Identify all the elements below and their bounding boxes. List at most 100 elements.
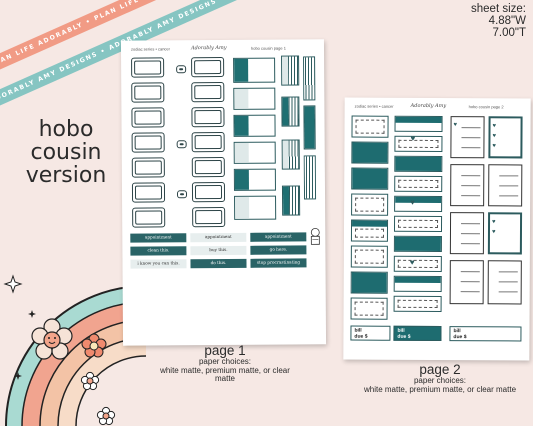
- octagon-tag: [131, 82, 165, 103]
- teal-box: [233, 87, 276, 110]
- due-label: due $: [397, 333, 411, 340]
- teal-box: [233, 141, 276, 164]
- octagon-tag: [131, 182, 166, 203]
- octagon-tag: [192, 206, 226, 228]
- striped-box: [281, 55, 300, 86]
- teal-box: [233, 114, 276, 137]
- sheet-2-series: zodiac series • cancer: [354, 103, 394, 109]
- title-line-1: hobo: [38, 117, 94, 142]
- label-go-here: go here.: [250, 245, 307, 255]
- checklist-notepad: [449, 260, 484, 305]
- page-2-title: page 2: [419, 362, 461, 377]
- sticker-sheet-page-1: zodiac series • cancer Adorably Amy hobo…: [120, 39, 327, 346]
- striped-box: [281, 96, 300, 127]
- cat-doodle-icon: [310, 227, 320, 245]
- corner-tag: [176, 65, 187, 74]
- label-stop-procrastinating: stop procrastinating: [250, 258, 307, 268]
- label-clean-this: clean this.: [130, 246, 187, 256]
- checklist-notepad: [449, 212, 485, 255]
- page-1-caption: page 1 paper choices: white matte, premi…: [150, 344, 300, 384]
- due-label: due $: [453, 334, 467, 341]
- product-title: hobo cousin version: [6, 118, 126, 187]
- heart-icon: ♥: [410, 197, 415, 207]
- octagon-tag: [131, 157, 165, 178]
- bill-due-box: bill due $: [393, 325, 442, 342]
- label-appointment: appointment: [190, 232, 247, 242]
- vertical-strip: [303, 155, 317, 200]
- octagon-tag: [191, 181, 226, 203]
- octagon-tag: [131, 132, 165, 153]
- dotted-box: [350, 219, 389, 242]
- dotted-box: [351, 193, 389, 216]
- vertical-strip: [303, 56, 316, 101]
- sheet-size-info: sheet size: 4.88"W 7.00"T: [471, 3, 526, 39]
- heart-notepad: ♥ ♥ ♥: [488, 116, 523, 159]
- heart-box: [393, 215, 443, 233]
- title-line-3: version: [25, 163, 107, 188]
- checklist-notepad: [450, 164, 485, 207]
- heart-box: [394, 175, 443, 193]
- heart-box: [394, 135, 443, 153]
- checklist-notepad: [487, 260, 522, 305]
- octagon-tag: [191, 56, 225, 78]
- label-buy-this: buy this.: [190, 245, 247, 255]
- octagon-tag: [131, 107, 165, 128]
- page-1-title: page 1: [204, 343, 246, 358]
- sticker-sheet-page-2: zodiac series • cancer Adorably Amy hobo…: [343, 97, 531, 361]
- bill-due-box: bill due $: [449, 326, 522, 342]
- heart-box: [393, 255, 442, 273]
- corner-tag: [176, 140, 187, 149]
- small-flower-icon-1: [80, 371, 100, 391]
- teal-box: [234, 195, 277, 220]
- sheet-2-kit-name: hobo cousin page 2: [468, 104, 504, 110]
- checklist-notepad: [488, 164, 523, 207]
- teal-box: [233, 168, 276, 191]
- due-label: due $: [354, 333, 368, 340]
- octagon-tag: [132, 207, 166, 228]
- page-2-paper-options: white matte, premium matte, or clear mat…: [363, 384, 517, 394]
- sheet-1-series: zodiac series • cancer: [130, 46, 170, 52]
- heart-icon: ♥: [409, 257, 415, 267]
- bill-due-box: bill due $: [350, 325, 391, 341]
- heart-box: [393, 235, 442, 253]
- vertical-strip: [303, 105, 316, 150]
- octagon-tag: [191, 156, 225, 178]
- small-flower-icon-2: [96, 406, 116, 426]
- checklist-notepad: ♥: [450, 116, 485, 159]
- heart-box: [394, 155, 443, 173]
- dotted-box: [351, 141, 389, 164]
- page-1-paper-label: paper choices:: [198, 357, 252, 366]
- heart-box: [394, 195, 443, 213]
- label-i-know-you-can: i know you can this.: [130, 259, 187, 269]
- page-2-paper-label: paper choices:: [413, 376, 467, 385]
- octagon-tag: [191, 131, 225, 153]
- label-appointment: appointment: [130, 233, 187, 243]
- page-1-paper-options: white matte, premium matte, or clear mat…: [160, 365, 290, 383]
- smiley-flower-icon: [31, 318, 73, 360]
- title-line-2: cousin: [30, 140, 102, 165]
- heart-icon: ♥: [410, 133, 416, 143]
- heart-box: [394, 115, 443, 133]
- dotted-box: [350, 245, 388, 268]
- dotted-box: [350, 297, 388, 320]
- sheet-size-height: 7.00"T: [492, 27, 527, 39]
- dotted-box: [350, 271, 388, 294]
- sheet-size-label: sheet size:: [471, 3, 526, 15]
- dotted-box: [351, 167, 389, 190]
- sheet-2-logo: Adorably Amy: [410, 102, 447, 110]
- sheet-1-kit-name: hobo cousin page 1: [250, 45, 286, 51]
- octagon-tag: [191, 81, 225, 103]
- heart-box: [393, 295, 442, 313]
- label-appointment: appointment: [250, 232, 307, 242]
- octagon-tag: [131, 57, 165, 78]
- orange-flower-icon: [81, 333, 107, 358]
- sheet-size-width: 4.88"W: [488, 15, 526, 27]
- sheet-1-logo: Adorably Amy: [190, 44, 227, 52]
- octagon-tag: [191, 106, 225, 128]
- corner-tag: [176, 190, 188, 199]
- sparkle-icon: [3, 274, 36, 380]
- page-2-caption: page 2 paper choices: white matte, premi…: [360, 363, 520, 394]
- striped-box: [281, 139, 300, 170]
- teal-box: [233, 57, 276, 83]
- striped-box: [281, 185, 301, 216]
